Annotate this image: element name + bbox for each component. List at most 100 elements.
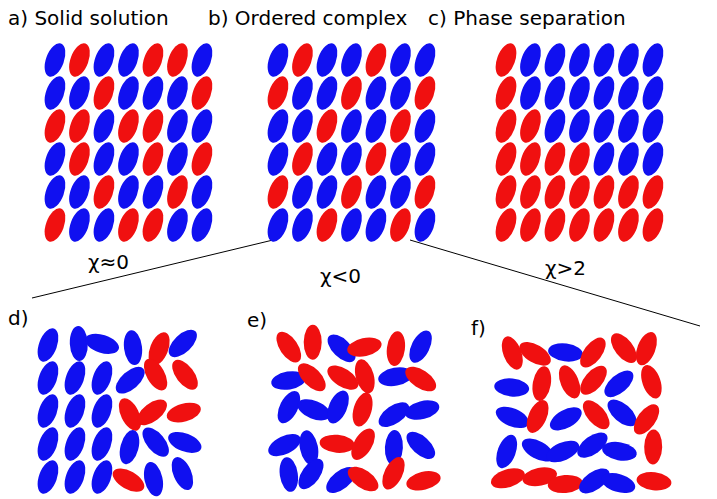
molecule	[405, 327, 437, 366]
molecule	[114, 139, 143, 178]
molecule	[632, 329, 661, 368]
molecule	[109, 464, 148, 497]
molecule	[61, 391, 90, 430]
molecule	[163, 139, 192, 178]
molecule	[265, 430, 304, 461]
molecule	[362, 106, 391, 145]
molecule	[601, 439, 639, 463]
molecule-group	[34, 40, 673, 498]
molecule	[167, 454, 197, 493]
molecule	[116, 428, 142, 466]
molecule	[614, 139, 643, 178]
molecule	[264, 40, 293, 79]
molecule	[362, 139, 391, 178]
molecule	[313, 139, 342, 178]
molecule	[349, 390, 376, 429]
molecule	[65, 139, 94, 178]
molecule	[41, 139, 70, 178]
molecule	[313, 172, 342, 211]
molecule	[541, 106, 570, 145]
molecule	[90, 172, 119, 211]
molecule	[41, 106, 70, 145]
molecule	[386, 73, 415, 112]
molecule	[402, 427, 440, 464]
molecule	[337, 139, 366, 178]
molecule	[114, 106, 143, 145]
molecule	[141, 460, 166, 498]
molecule	[606, 329, 642, 368]
molecule	[614, 106, 643, 145]
molecule	[90, 40, 119, 79]
molecule	[114, 172, 143, 211]
molecule	[492, 205, 521, 244]
molecule	[88, 391, 117, 430]
molecule	[590, 205, 619, 244]
molecule	[362, 172, 391, 211]
molecule	[34, 457, 63, 496]
molecule	[323, 387, 354, 426]
molecule	[614, 172, 643, 211]
panel-label: a) Solid solution	[8, 6, 169, 30]
molecule	[411, 73, 440, 112]
molecule	[644, 429, 663, 465]
molecule	[138, 423, 174, 461]
molecule	[543, 436, 582, 467]
molecule	[41, 172, 70, 211]
molecule	[61, 358, 90, 397]
molecule	[516, 139, 545, 178]
molecule	[122, 329, 144, 366]
molecule	[294, 395, 333, 425]
molecule	[83, 330, 122, 358]
molecule	[541, 172, 570, 211]
molecule	[637, 362, 666, 401]
molecule	[516, 40, 545, 79]
molecule	[590, 139, 619, 178]
molecule	[590, 73, 619, 112]
molecule	[554, 362, 584, 401]
molecule	[34, 424, 63, 463]
molecule	[337, 40, 366, 79]
molecule	[163, 73, 192, 112]
molecule	[351, 357, 378, 396]
molecule	[139, 73, 168, 112]
chi-value: χ>2	[545, 256, 586, 280]
molecule	[288, 40, 317, 79]
molecule	[565, 205, 594, 244]
molecule	[522, 397, 553, 436]
molecule	[411, 205, 440, 244]
molecule	[590, 172, 619, 211]
molecule	[139, 40, 168, 79]
molecule	[41, 73, 70, 112]
molecule	[639, 40, 668, 79]
molecule	[34, 391, 63, 430]
molecule	[313, 205, 342, 244]
zoom-line	[32, 240, 273, 298]
molecule	[163, 106, 192, 145]
molecule	[386, 40, 415, 79]
molecule	[188, 106, 217, 145]
molecule	[639, 106, 668, 145]
molecule	[288, 172, 317, 211]
molecule	[541, 139, 570, 178]
molecule	[516, 205, 545, 244]
molecule	[337, 172, 366, 211]
molecule	[492, 106, 521, 145]
molecule	[65, 106, 94, 145]
molecule	[272, 328, 307, 367]
molecule	[492, 172, 521, 211]
molecule	[139, 106, 168, 145]
molecule	[114, 73, 143, 112]
molecule	[590, 40, 619, 79]
molecule	[385, 330, 407, 367]
molecule	[111, 362, 149, 399]
molecule	[565, 139, 594, 178]
molecule	[69, 326, 89, 362]
molecule	[345, 335, 383, 360]
molecule	[88, 424, 117, 463]
molecule	[590, 106, 619, 145]
molecule	[337, 205, 366, 244]
molecule	[346, 425, 379, 464]
molecule	[565, 172, 594, 211]
molecule	[401, 362, 440, 396]
